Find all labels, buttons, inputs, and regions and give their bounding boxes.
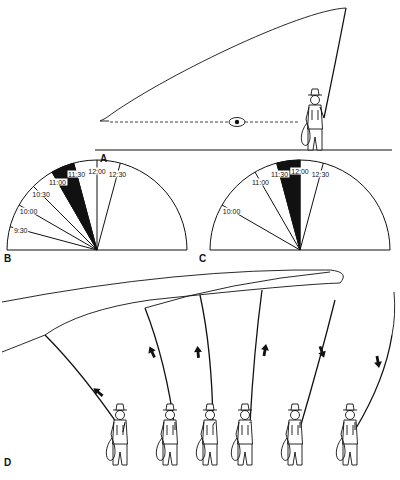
panel-letter: A — [100, 154, 107, 164]
clock-position: 10:30 — [31, 191, 51, 198]
clock-position: 12:00 — [290, 168, 310, 175]
clock-position: 12:30 — [108, 170, 128, 177]
clock-position: 12:30 — [311, 170, 331, 177]
fly-line — [2, 270, 395, 352]
panel-letter: D — [4, 458, 11, 468]
clock-position: 9:30 — [13, 226, 29, 233]
clock-position: 11:00 — [251, 178, 270, 185]
angler-arm — [320, 107, 324, 118]
clock-position: 10:00 — [19, 207, 39, 214]
clock-position: 11:30 — [67, 170, 86, 177]
clock-position: 12:00 — [87, 168, 107, 175]
angler-arm — [123, 422, 355, 432]
panel-letter: B — [4, 254, 11, 264]
fly-line — [100, 8, 346, 121]
clock-position: 11:30 — [270, 170, 289, 177]
sight-line — [110, 122, 300, 123]
angler-figure — [106, 404, 357, 465]
motion-arrow — [91, 343, 383, 399]
panel-letter: C — [199, 254, 206, 264]
fly-rod — [45, 290, 392, 432]
ground-line — [95, 150, 392, 151]
clock-dial — [7, 160, 187, 250]
angler-figure — [301, 89, 322, 150]
clock-position: 11:00 — [48, 178, 67, 185]
clock-position: 10:00 — [222, 207, 242, 214]
eye-symbol — [229, 118, 245, 127]
fly-rod — [324, 8, 346, 118]
clock-dial — [210, 160, 390, 250]
